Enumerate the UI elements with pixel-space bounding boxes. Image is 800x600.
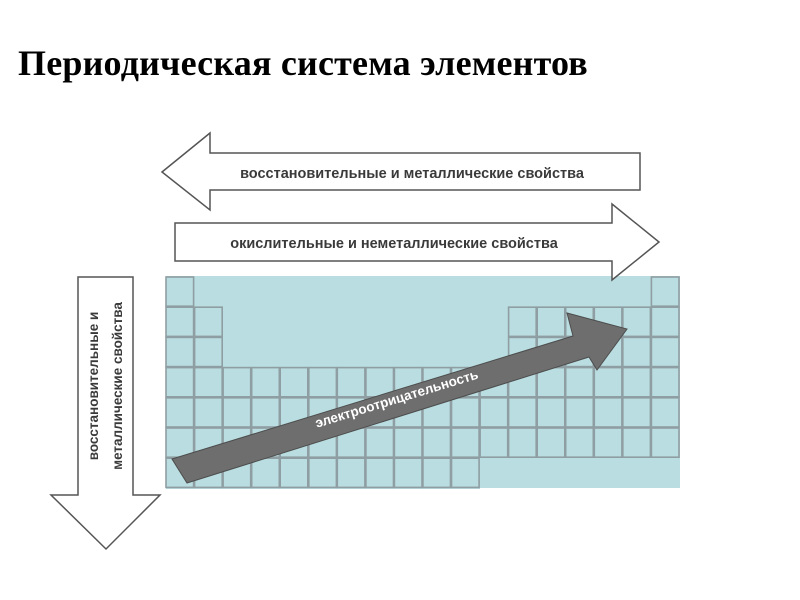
table-cell: [365, 457, 395, 489]
oxidizing-nonmetallic-arrow: окислительные и неметаллические свойства: [174, 202, 661, 282]
table-cell: [279, 457, 309, 489]
table-cell: [507, 396, 538, 428]
right-arrow-shape: [174, 202, 661, 282]
left-arrow-shape: [160, 131, 641, 212]
table-cell: [536, 396, 566, 428]
table-cell: [564, 396, 595, 428]
table-cell: [222, 396, 252, 428]
table-cell: [193, 366, 224, 398]
table-cell: [564, 366, 595, 398]
table-cell: [165, 396, 195, 428]
table-cell: [193, 336, 224, 368]
table-cell: [593, 427, 623, 459]
table-cell: [165, 336, 195, 368]
table-cell: [536, 306, 566, 338]
table-cell: [193, 396, 224, 428]
table-cell: [422, 457, 452, 489]
table-cell: [650, 427, 680, 459]
table-cell: [593, 396, 623, 428]
table-cell: [165, 306, 195, 338]
table-cell: [450, 457, 480, 489]
right-arrow-label: окислительные и неметаллические свойства: [230, 236, 558, 252]
page-title: Периодическая система элементов: [18, 43, 588, 83]
table-cell: [307, 366, 338, 398]
table-cell: [336, 366, 366, 398]
table-cell: [165, 276, 195, 308]
table-cell: [479, 427, 509, 459]
table-cell: [650, 366, 680, 398]
table-cell: [650, 276, 680, 308]
vertical-arrow-label-line2: металлические свойства: [110, 302, 125, 470]
table-cell: [621, 336, 652, 368]
table-cell: [450, 427, 480, 459]
table-cell: [507, 306, 538, 338]
table-cell: [650, 336, 680, 368]
left-arrow-label: восстановительные и металлические свойст…: [240, 166, 585, 182]
table-cell: [336, 457, 366, 489]
table-cell: [650, 396, 680, 428]
table-cell: [193, 306, 224, 338]
table-cell: [393, 427, 423, 459]
vertical-arrow-label-line1: восстановительные и: [86, 312, 101, 461]
table-cell: [250, 366, 281, 398]
table-cell: [564, 427, 595, 459]
electronegativity-arrow-shape: [171, 312, 628, 484]
table-cell: [507, 427, 538, 459]
table-cell: [165, 366, 195, 398]
table-cell: [250, 396, 281, 428]
table-cell: [621, 396, 652, 428]
table-cell: [279, 366, 309, 398]
table-cell: [479, 396, 509, 428]
table-cell: [307, 457, 338, 489]
table-cell: [393, 457, 423, 489]
down-arrow-shape: [49, 276, 162, 551]
table-cell: [621, 306, 652, 338]
table-cell: [222, 366, 252, 398]
reducing-metallic-arrow: восстановительные и металлические свойст…: [160, 131, 641, 212]
table-cell: [593, 366, 623, 398]
table-cell: [536, 427, 566, 459]
table-cell: [422, 427, 452, 459]
table-cell: [621, 366, 652, 398]
table-cell: [621, 427, 652, 459]
vertical-reducing-metallic-arrow: восстановительные и металлические свойст…: [49, 276, 162, 551]
table-cell: [365, 427, 395, 459]
table-cell: [450, 396, 480, 428]
table-cell: [650, 306, 680, 338]
